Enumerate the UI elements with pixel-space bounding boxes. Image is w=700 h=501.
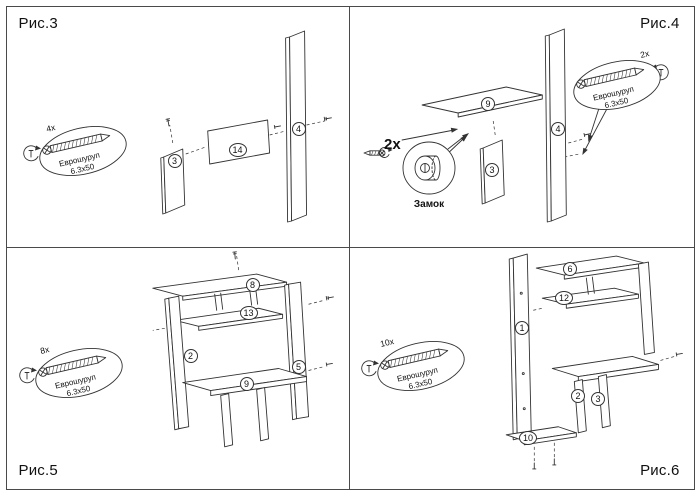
callout-ellipse — [573, 60, 661, 110]
lock-screw-icon — [363, 147, 393, 158]
screw-qty: 2x — [639, 48, 651, 60]
figure-5-title: Рис.5 — [18, 462, 58, 479]
assembly-instruction-sheet: Рис.3 — [5, 6, 695, 490]
lock-pointer-line — [447, 134, 467, 150]
part-badge-4: 4 — [551, 122, 565, 136]
lock-cam-icon — [414, 155, 441, 181]
fig5-drawing — [151, 251, 334, 448]
lock-circle — [402, 141, 456, 195]
part-badge-13: 13 — [239, 306, 258, 320]
part-badge-9: 9 — [481, 97, 495, 111]
screw-icon — [675, 352, 683, 357]
figure-5: Рис.5 — [6, 248, 350, 489]
rotation-arrow-icon — [18, 367, 37, 384]
euroscrew-icon — [576, 67, 645, 89]
figure-3: Рис.3 — [6, 7, 350, 248]
euroscrew-icon — [41, 133, 110, 155]
lock-qty: 2x — [384, 136, 401, 153]
part-badge-4: 4 — [291, 122, 306, 136]
fig6-part-support-left — [573, 379, 587, 434]
part-badge-1: 1 — [515, 321, 529, 335]
fig6-part-tall-panel — [508, 253, 532, 441]
part-badge-10: 10 — [519, 431, 538, 445]
part-badge-6: 6 — [563, 262, 577, 276]
part-badge-5: 5 — [291, 360, 306, 374]
fig3-part-back-panel — [206, 119, 270, 165]
shelf-divider — [213, 292, 223, 311]
shelf-divider — [585, 276, 595, 295]
part-badge-8: 8 — [245, 278, 260, 292]
screw-qty: 8x — [39, 344, 51, 356]
part-badge-12: 12 — [555, 291, 574, 305]
fig5-part-left-panel — [163, 295, 189, 431]
screw-icon — [532, 462, 537, 470]
fig5-screw-callout: 8x Еврошуруп 6.3x50 — [18, 344, 123, 398]
part-badge-3: 3 — [591, 392, 605, 406]
fig3-part-side-panel — [284, 30, 307, 223]
lock-label: Замок — [414, 199, 445, 210]
fig5-part-top-shelf — [151, 273, 287, 301]
part-badge-3: 3 — [485, 163, 499, 177]
figure-4: Рис.4 — [350, 7, 694, 248]
fig3-drawing — [159, 30, 332, 223]
screw-icon — [325, 362, 333, 367]
part-badge-2: 2 — [571, 389, 585, 403]
screw-icon — [273, 124, 281, 130]
figure-6: Рис.6 — [350, 248, 694, 489]
fig6-right-panel — [637, 261, 655, 355]
lock-callout: 2x Замок — [363, 133, 469, 210]
screw-icon — [583, 132, 591, 138]
part-badge-3: 3 — [167, 154, 182, 168]
part-badge-9: 9 — [239, 377, 254, 391]
fig6-screw-callout: 10x Еврошуруп 6.3x50 — [361, 336, 465, 391]
callout-arrow — [582, 107, 608, 155]
figure-6-title: Рис.6 — [640, 462, 680, 479]
screw-icon — [165, 118, 170, 127]
screw-icon — [323, 116, 332, 122]
rotation-arrow-icon — [22, 145, 41, 162]
figure-4-title: Рис.4 — [640, 15, 680, 32]
screw-icon — [231, 251, 237, 260]
figure-3-title: Рис.3 — [18, 15, 58, 32]
fig4-screw-callout: 2x Еврошуруп 6.3x50 — [573, 48, 669, 110]
fig3-screw-callout: 4x Еврошуруп 6.3x50 — [22, 122, 127, 176]
lock-arrow — [401, 127, 459, 141]
euroscrew-icon — [37, 355, 106, 377]
screw-icon — [552, 458, 557, 466]
rotation-arrow-icon — [361, 360, 379, 377]
part-badge-14: 14 — [228, 143, 247, 157]
screw-qty: 10x — [379, 336, 395, 349]
part-badge-2: 2 — [183, 349, 198, 363]
fig6-part-top-shelf — [535, 255, 645, 280]
euroscrew-icon — [380, 348, 449, 370]
screw-qty: 4x — [45, 122, 57, 134]
fig5-part-mid-shelf — [173, 307, 283, 331]
fig5-under-desk-supports — [219, 387, 269, 448]
fig5-part-right-panel — [283, 281, 309, 421]
screw-icon — [325, 295, 334, 301]
